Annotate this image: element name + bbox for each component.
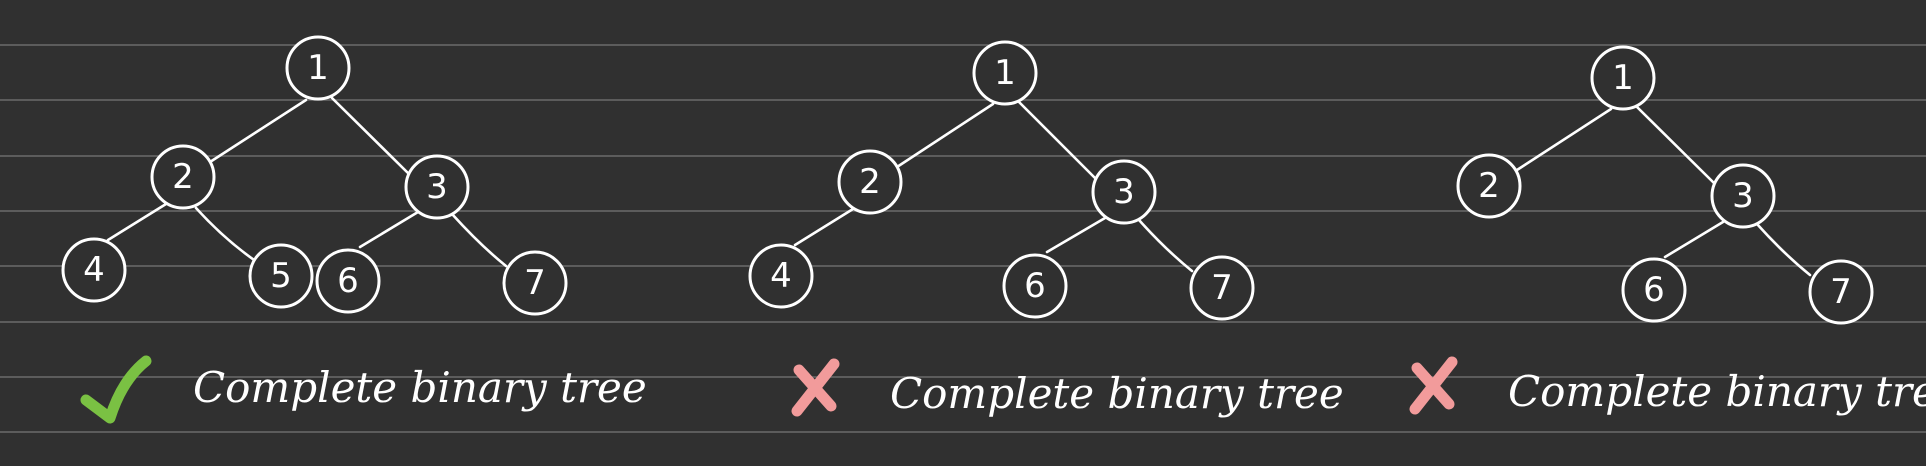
node-label: 5 [270,256,292,296]
tree-2: 1 2 3 4 6 7 Complete binary tree [748,40,1344,418]
node-label: 1 [1612,58,1634,98]
edge-1-3 [1635,105,1718,187]
tree-1-node-6: 6 [315,248,381,314]
tree-1-edges [106,96,508,268]
edge-2-4 [106,202,168,242]
tree-3: 1 2 3 6 7 Complete binary tree [1409,45,1926,416]
tree-2-node-3: 3 [1091,159,1157,225]
tree-1-node-3: 3 [404,154,470,220]
node-label: 3 [1732,176,1754,216]
edge-2-4 [793,207,855,247]
tree-1: 1 2 3 4 5 6 7 Complete binary tree [61,35,647,424]
edge-1-2 [1515,107,1613,172]
tree-1-node-1: 1 [285,35,351,101]
tree-1-node-7: 7 [502,250,568,316]
node-label: 2 [172,157,194,197]
tree-3-node-7: 7 [1808,259,1874,325]
edge-1-2 [208,98,308,164]
tree-1-node-5: 5 [248,243,314,309]
node-label: 4 [83,250,105,290]
node-label: 1 [307,48,329,88]
edge-2-5 [194,206,259,264]
node-label: 3 [426,167,448,207]
edge-1-2 [895,102,995,169]
tree-2-node-6: 6 [1002,253,1068,319]
tree-1-caption: Complete binary tree [193,363,647,412]
node-label: 7 [524,263,546,303]
cross-icon [1409,356,1458,415]
tree-3-node-2: 2 [1456,153,1522,219]
node-label: 7 [1830,272,1852,312]
node-label: 2 [859,162,881,202]
edge-3-6 [1663,220,1725,259]
node-label: 2 [1478,166,1500,206]
tree-3-node-1: 1 [1590,45,1656,111]
edge-3-6 [358,210,420,249]
tree-2-node-2: 2 [837,149,903,215]
tree-1-node-4: 4 [61,237,127,303]
edge-3-7 [1137,218,1194,273]
check-icon [80,355,152,424]
node-label: 6 [1643,270,1665,310]
node-label: 6 [1024,266,1046,306]
tree-2-node-4: 4 [748,243,814,309]
tree-1-node-2: 2 [150,144,216,210]
tree-3-caption: Complete binary tree [1508,367,1926,416]
tree-3-node-6: 6 [1621,257,1687,323]
edge-3-7 [450,212,508,268]
node-label: 4 [770,256,792,296]
tree-3-edges [1515,105,1812,277]
cross-icon [791,358,840,417]
node-label: 1 [994,53,1016,93]
edge-1-3 [330,96,413,178]
tree-2-edges [793,100,1194,273]
node-label: 6 [337,261,359,301]
tree-2-caption: Complete binary tree [890,369,1344,418]
node-label: 3 [1113,172,1135,212]
tree-2-node-1: 1 [972,40,1038,106]
tree-2-node-7: 7 [1189,255,1255,321]
edge-3-7 [1755,222,1812,277]
tree-3-node-3: 3 [1710,163,1776,229]
edge-1-3 [1017,100,1100,183]
edge-3-6 [1045,216,1107,254]
node-label: 7 [1211,268,1233,308]
